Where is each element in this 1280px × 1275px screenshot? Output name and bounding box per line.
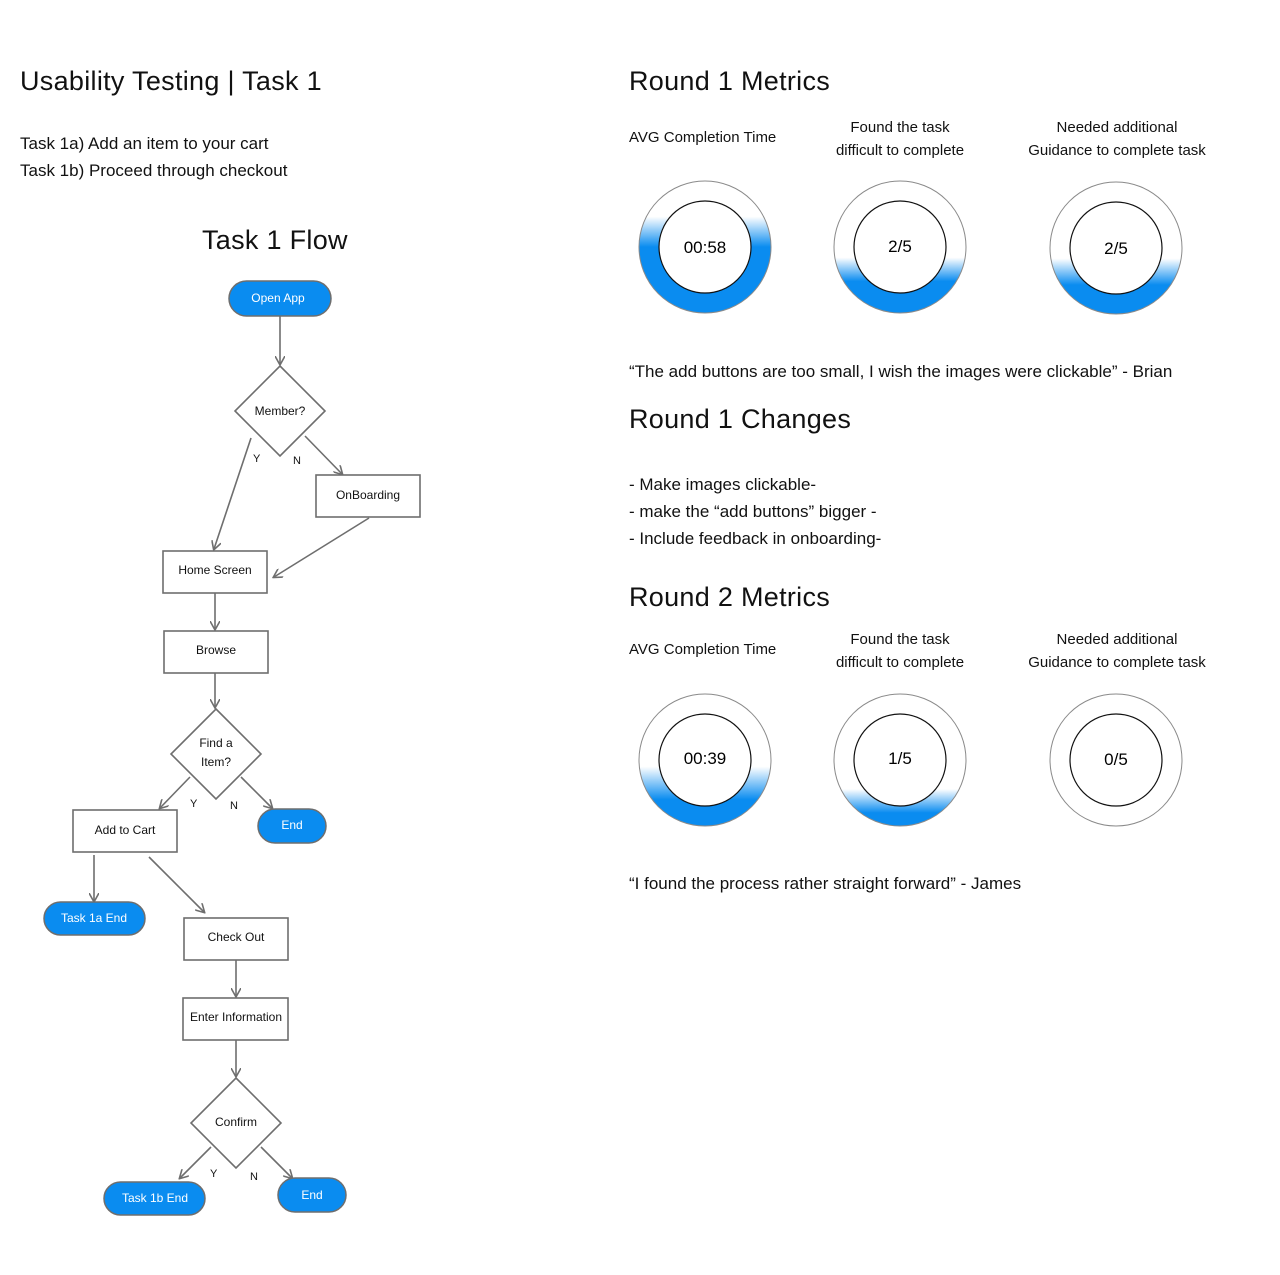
node-member-decision: Member? [233, 364, 327, 458]
svg-text:Open App: Open App [251, 291, 305, 305]
metric-ring-guidance: 2/5 [1049, 181, 1183, 315]
round-1-metrics-title: Round 1 Metrics [629, 66, 831, 96]
round-1-changes-title: Round 1 Changes [629, 404, 852, 434]
metric-value: 00:58 [684, 238, 727, 257]
connector [180, 1146, 212, 1178]
metric-ring-guidance: 0/5 [1049, 693, 1183, 827]
node-browse: Browse [163, 630, 269, 674]
change-item: - Include feedback in onboarding- [629, 529, 882, 548]
page-title: Usability Testing | Task 1 [20, 66, 322, 96]
connector [148, 856, 204, 912]
difficult-label: Found the task difficult to complete [835, 119, 965, 159]
svg-text:Check Out: Check Out [208, 930, 265, 944]
task-flow-diagram: Y N Y N Y N Open App Member? OnBoarding … [43, 280, 421, 1216]
branch-yes-label: Y [253, 453, 261, 465]
metric-value: 2/5 [1104, 239, 1128, 258]
metric-ring-avg-time: 00:39 [638, 693, 772, 827]
flow-connectors [94, 316, 370, 1178]
metric-ring-avg-time: 00:58 [638, 180, 772, 314]
round-2-metrics-title: Round 2 Metrics [629, 582, 831, 612]
metric-value: 2/5 [888, 237, 912, 256]
metric-value: 0/5 [1104, 750, 1128, 769]
node-find-item-decision: Find a Item? [169, 707, 263, 801]
metric-ring-difficult: 2/5 [833, 180, 967, 314]
node-check-out: Check Out [183, 917, 289, 961]
connector [274, 517, 370, 577]
branch-no-label: N [230, 800, 238, 812]
guidance-label: Needed additional Guidance to complete t… [1028, 119, 1206, 159]
branch-yes-label: Y [190, 798, 198, 810]
connector [260, 1146, 292, 1178]
node-open-app: Open App [228, 280, 332, 317]
svg-text:Task 1b End: Task 1b End [122, 1191, 188, 1205]
node-confirm-decision: Confirm [189, 1076, 283, 1170]
connector [240, 776, 272, 808]
branch-no-label: N [293, 455, 301, 467]
flow-title: Task 1 Flow [202, 225, 348, 255]
change-item: - make the “add buttons” bigger - [629, 502, 877, 521]
guidance-label: Needed additional Guidance to complete t… [1028, 631, 1206, 671]
node-home-screen: Home Screen [162, 550, 268, 594]
svg-text:OnBoarding: OnBoarding [336, 488, 400, 502]
node-enter-information: Enter Information [182, 997, 289, 1041]
difficult-label: Found the task difficult to complete [835, 631, 965, 671]
connector [214, 437, 252, 549]
svg-text:Member?: Member? [255, 404, 306, 418]
node-add-to-cart: Add to Cart [72, 809, 178, 853]
task-1b: Task 1b) Proceed through checkout [20, 161, 288, 180]
svg-text:Confirm: Confirm [215, 1115, 257, 1129]
change-item: - Make images clickable- [629, 475, 817, 494]
connector [160, 776, 191, 808]
svg-text:Enter Information: Enter Information [190, 1010, 282, 1024]
node-task-1b-end: Task 1b End [103, 1181, 206, 1216]
task-list: Task 1a) Add an item to your cart Task 1… [20, 130, 287, 184]
metric-value: 00:39 [684, 749, 727, 768]
svg-text:Browse: Browse [196, 643, 236, 657]
node-onboarding: OnBoarding [315, 474, 421, 518]
svg-text:End: End [281, 818, 302, 832]
round-2-quote: “I found the process rather straight for… [629, 874, 1022, 893]
svg-text:Home Screen: Home Screen [178, 563, 251, 577]
node-end: End [257, 808, 327, 844]
branch-no-label: N [250, 1171, 258, 1183]
avg-completion-label: AVG Completion Time [629, 129, 777, 146]
metric-value: 1/5 [888, 749, 912, 768]
changes-list: - Make images clickable- - make the “add… [629, 471, 881, 552]
svg-text:End: End [301, 1188, 322, 1202]
branch-yes-label: Y [210, 1168, 218, 1180]
metric-ring-difficult: 1/5 [833, 693, 967, 827]
task-1a: Task 1a) Add an item to your cart [20, 134, 269, 153]
svg-text:Item?: Item? [201, 755, 231, 769]
svg-text:Find a: Find a [199, 736, 233, 750]
round-1-quote: “The add buttons are too small, I wish t… [629, 362, 1173, 381]
avg-completion-label: AVG Completion Time [629, 641, 777, 658]
svg-text:Task 1a End: Task 1a End [61, 911, 127, 925]
svg-text:Add to Cart: Add to Cart [95, 823, 156, 837]
node-end: End [277, 1177, 347, 1213]
node-task-1a-end: Task 1a End [43, 901, 146, 936]
connector [304, 435, 342, 474]
